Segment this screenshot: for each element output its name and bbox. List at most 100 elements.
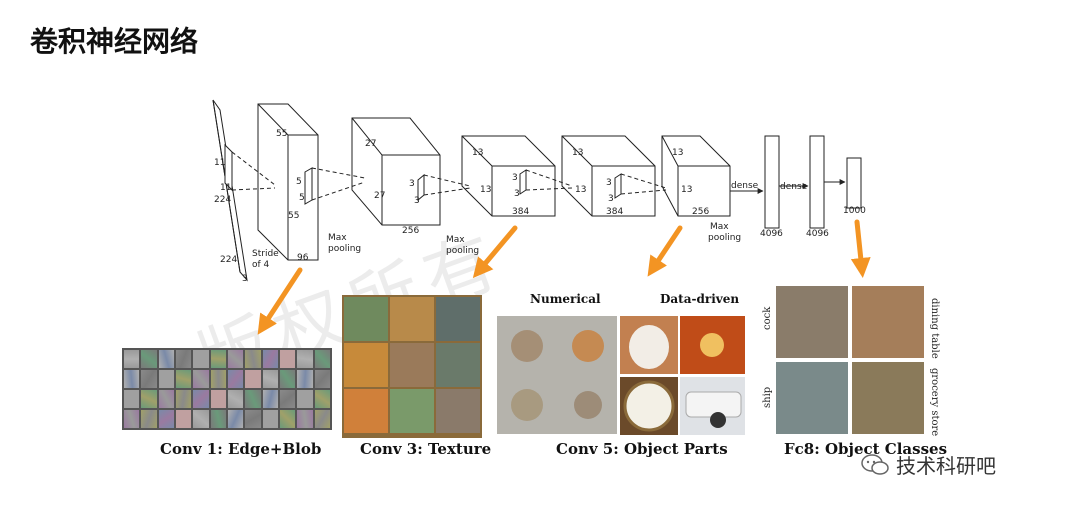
conv1-filter-tile <box>314 370 330 388</box>
conv3-caption: Conv 3: Texture <box>360 440 492 458</box>
conv1-caption: Conv 1: Edge+Blob <box>160 440 322 458</box>
layer1-kernel <box>304 167 313 205</box>
conv1-filter-tile <box>297 390 313 408</box>
conv1-filter-tile <box>124 410 140 428</box>
conv5-sub-datadriven: Data-driven <box>660 292 740 306</box>
wechat-icon <box>861 453 889 475</box>
conv3-panel <box>342 295 482 438</box>
layer5-size-b: 13 <box>681 185 692 195</box>
conv1-filter-tile <box>175 390 192 408</box>
conv1-filter-tile <box>210 410 226 428</box>
fc8-label-cock: cock <box>762 306 773 330</box>
arrow-conv5 <box>647 225 683 277</box>
layer4-size: 13 <box>572 148 583 158</box>
dense1-label: dense <box>731 181 759 191</box>
conv1-panel <box>122 348 332 430</box>
dense1-bar <box>764 135 780 229</box>
layer1-note-b: of 4 <box>252 260 270 270</box>
conv1-filter-tile <box>158 350 174 368</box>
conv1-filter-tile <box>314 350 330 368</box>
dense2-label: dense <box>780 182 808 192</box>
layer5-depth: 256 <box>692 207 709 217</box>
conv1-filter-tile <box>245 370 261 388</box>
fc8-panel <box>776 286 924 434</box>
conv1-filter-tile <box>279 410 296 428</box>
layer3-kernel-b: 3 <box>514 189 520 199</box>
layer4-kernel-b: 3 <box>608 194 614 204</box>
layer2-kernel-a: 3 <box>409 179 415 189</box>
conv1-filter-tile <box>158 410 174 428</box>
conv1-filter-tile <box>227 390 244 408</box>
layer2-size-b: 27 <box>374 191 385 201</box>
conv1-filter-tile <box>297 410 313 428</box>
conv1-filter-tile <box>141 350 157 368</box>
conv1-filter-tile <box>279 390 296 408</box>
conv1-filter-tile <box>141 370 157 388</box>
layer3-size-b: 13 <box>480 185 491 195</box>
conv1-filter-tile <box>193 390 209 408</box>
conv1-filter-grid <box>124 350 330 428</box>
conv1-filter-tile <box>262 390 278 408</box>
pool2-line2: pooling <box>446 246 479 256</box>
conv1-filter-tile <box>158 370 174 388</box>
conv1-filter-tile <box>297 350 313 368</box>
conv1-filter-tile <box>227 410 244 428</box>
layer3-depth: 384 <box>512 207 529 217</box>
layer1-note-a: Stride <box>252 249 279 259</box>
conv1-filter-tile <box>262 370 278 388</box>
conv1-filter-tile <box>124 350 140 368</box>
conv1-filter-tile <box>141 410 157 428</box>
conv1-filter-tile <box>297 370 313 388</box>
fc8-label-grocery: grocery store <box>929 368 940 437</box>
output-bar <box>846 157 862 209</box>
dense2-bar <box>809 135 825 229</box>
layer4-kernel <box>614 173 622 199</box>
pool1-line2: pooling <box>328 244 361 254</box>
fc8-label-ship: ship <box>762 386 773 408</box>
conv5-caption: Conv 5: Object Parts <box>556 440 728 458</box>
layer4-depth: 384 <box>606 207 623 217</box>
arrow-conv3 <box>472 225 518 279</box>
conv1-filter-tile <box>245 410 261 428</box>
conv1-filter-tile <box>314 410 330 428</box>
layer2-size: 27 <box>365 139 376 149</box>
conv1-filter-tile <box>193 370 209 388</box>
pool2-line1: Max <box>446 235 465 245</box>
fc8-caption: Fc8: Object Classes <box>784 440 948 458</box>
conv1-filter-tile <box>262 410 278 428</box>
conv1-filter-tile <box>262 350 278 368</box>
layer1-depth: 96 <box>297 253 309 263</box>
conv1-filter-tile <box>124 370 140 388</box>
wechat-name: 技术科研吧 <box>896 454 996 478</box>
arrow-conv1 <box>257 267 303 335</box>
conv1-filter-tile <box>227 370 244 388</box>
conv1-filter-tile <box>158 390 174 408</box>
layer1-kernel-a: 5 <box>296 177 302 187</box>
wechat-account[interactable]: 技术科研吧 <box>860 450 996 479</box>
layer5-box <box>661 135 731 217</box>
conv1-filter-tile <box>193 410 209 428</box>
page-title: 卷积神经网络 <box>30 25 199 58</box>
layer2-kernel-b: 3 <box>414 196 420 206</box>
conv1-filter-tile <box>210 370 226 388</box>
conv1-filter-tile <box>175 350 192 368</box>
input-kernel-b: 11 <box>220 183 231 193</box>
layer1-size: 55 <box>276 129 287 139</box>
pool3-line2: pooling <box>708 233 741 243</box>
input-depth: 3 <box>242 274 248 284</box>
conv1-filter-tile <box>279 370 296 388</box>
conv1-filter-tile <box>124 390 140 408</box>
layer3-box <box>461 135 556 217</box>
layer3-size: 13 <box>472 148 483 158</box>
conv1-filter-tile <box>279 350 296 368</box>
conv1-filter-tile <box>245 390 261 408</box>
conv1-filter-tile <box>227 350 244 368</box>
conv1-filter-tile <box>175 410 192 428</box>
layer3-kernel <box>519 169 527 195</box>
conv1-filter-tile <box>314 390 330 408</box>
conv5-sub-numerical: Numerical <box>530 292 601 306</box>
layer5-size: 13 <box>672 148 683 158</box>
layer4-kernel-a: 3 <box>606 178 612 188</box>
layer2-depth: 256 <box>402 226 419 236</box>
